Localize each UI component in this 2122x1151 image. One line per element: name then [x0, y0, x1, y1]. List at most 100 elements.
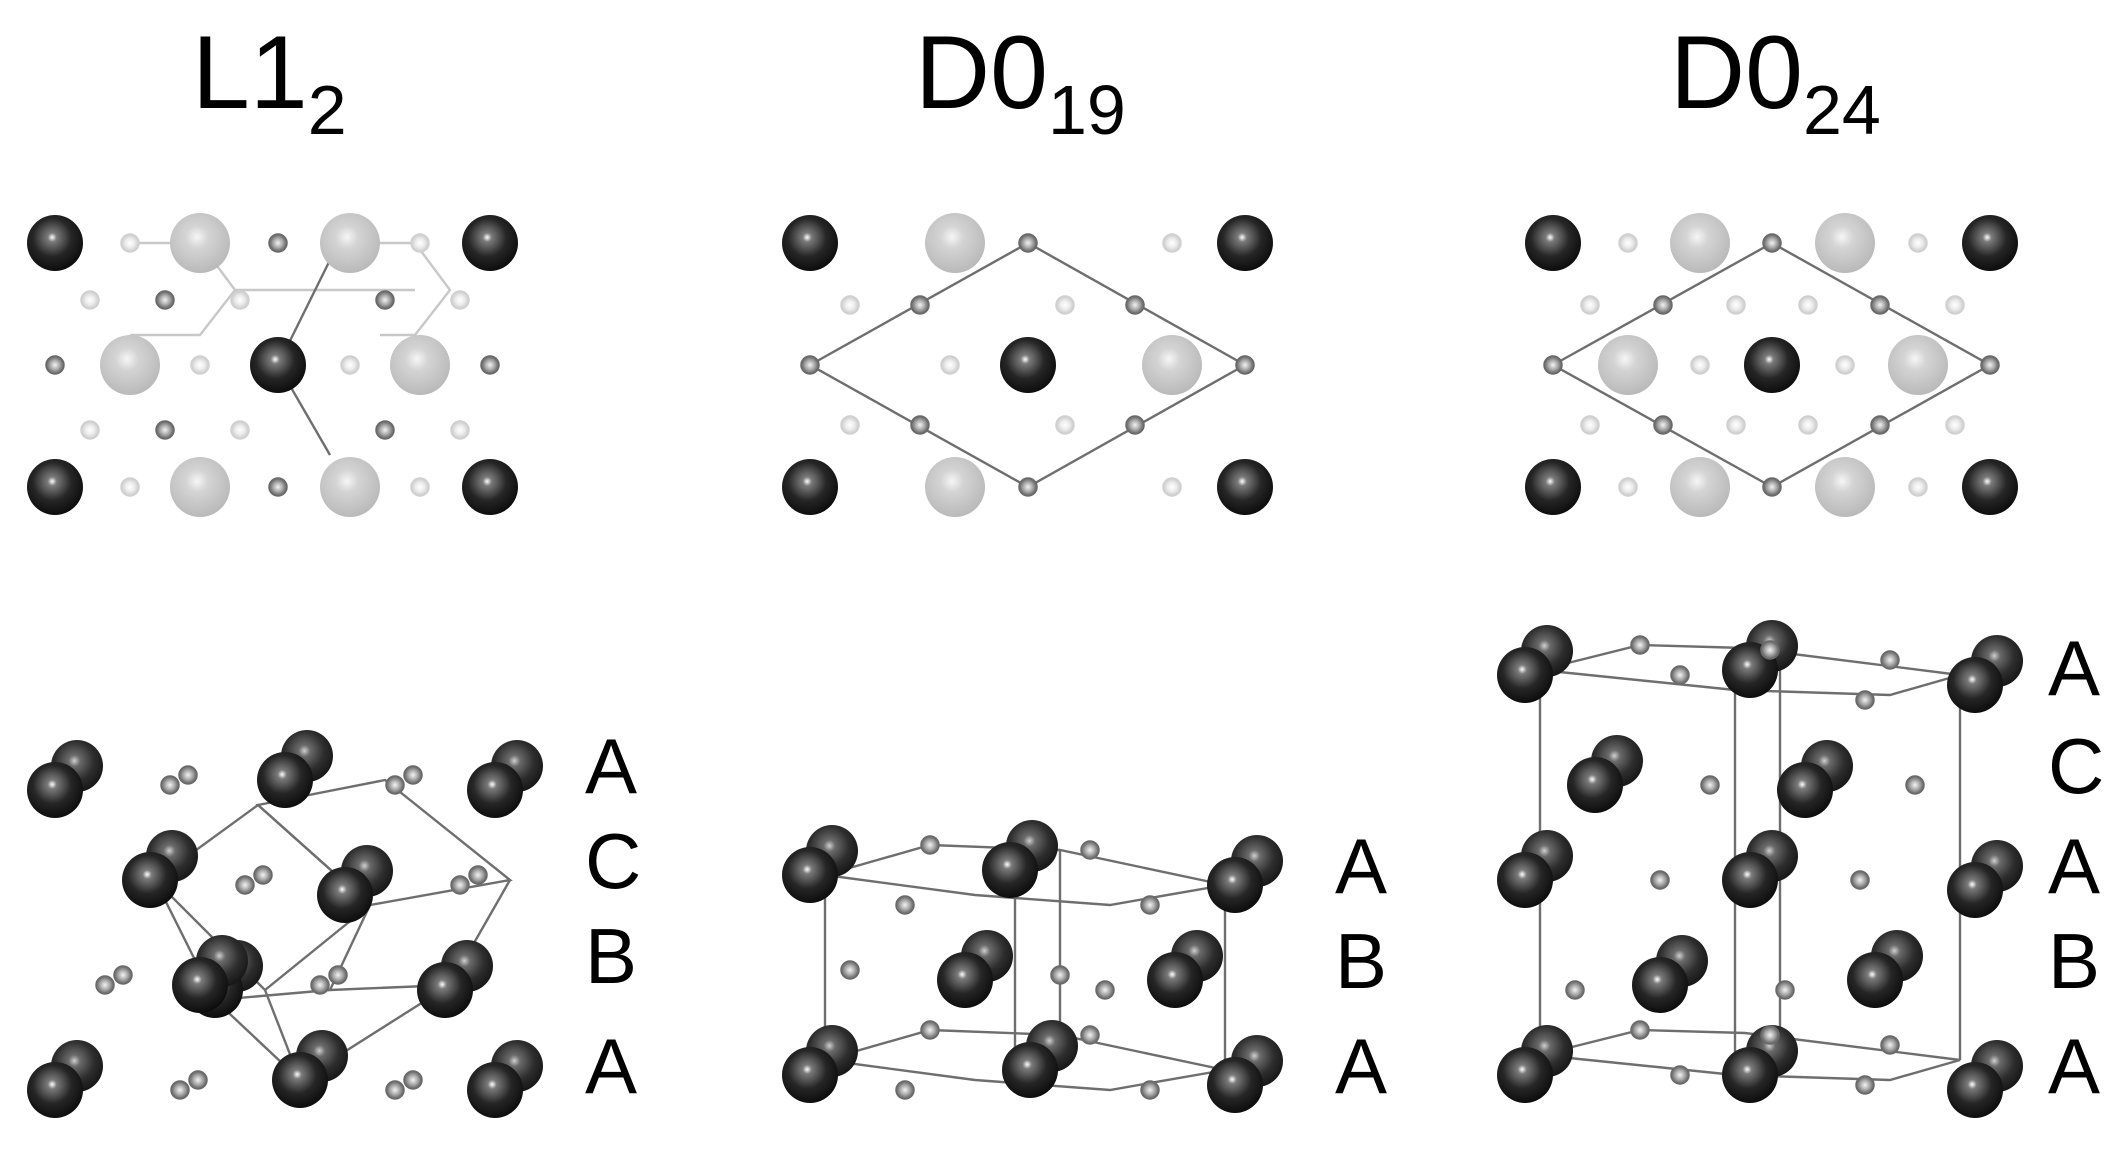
small-atom	[403, 1070, 423, 1090]
faint-small-atom	[1726, 415, 1746, 435]
dark-atom	[172, 957, 228, 1013]
small-atom	[1235, 355, 1255, 375]
dark-atom	[122, 852, 178, 908]
dark-atom	[1947, 657, 2003, 713]
faint-small-atom	[1945, 415, 1965, 435]
small-atom	[1140, 895, 1160, 915]
dark-atom	[317, 867, 373, 923]
dark-atom	[1497, 1047, 1553, 1103]
small-atom	[840, 960, 860, 980]
stacking-label: A	[2048, 624, 2100, 712]
faint-small-atom	[450, 290, 470, 310]
small-atom	[1050, 965, 1070, 985]
small-atom	[1653, 415, 1673, 435]
small-atom	[235, 875, 255, 895]
small-atom	[1760, 1025, 1780, 1045]
small-atom	[1630, 1020, 1650, 1040]
small-atom	[385, 775, 405, 795]
faint-small-atom	[340, 355, 360, 375]
dark-atom	[462, 215, 518, 271]
faint-small-atom	[1618, 233, 1638, 253]
dark-atom	[1744, 337, 1800, 393]
dark-atom	[27, 459, 83, 515]
faint-small-atom	[1835, 355, 1855, 375]
small-atom	[1762, 233, 1782, 253]
small-atom	[1080, 840, 1100, 860]
light-atom	[1815, 213, 1875, 273]
light-atom	[320, 457, 380, 517]
dark-atom	[1962, 459, 2018, 515]
faint-small-atom	[1580, 295, 1600, 315]
small-atom	[155, 290, 175, 310]
small-atom	[188, 1070, 208, 1090]
faint-small-atom	[1798, 415, 1818, 435]
dark-atom	[1525, 459, 1581, 515]
dark-atom	[462, 459, 518, 515]
faint-small-atom	[1580, 415, 1600, 435]
small-atom	[268, 233, 288, 253]
faint-small-atom	[840, 295, 860, 315]
panel-title-d019: D019	[915, 15, 1126, 149]
small-atom	[375, 290, 395, 310]
small-atom	[95, 975, 115, 995]
stacking-label: A	[2048, 822, 2100, 910]
faint-small-atom	[120, 477, 140, 497]
faint-small-atom	[1162, 233, 1182, 253]
small-atom	[1670, 665, 1690, 685]
small-atom	[253, 865, 273, 885]
stacking-label: C	[585, 817, 641, 905]
light-atom	[1598, 335, 1658, 395]
stacking-label: B	[585, 912, 637, 1000]
small-atom	[1762, 477, 1782, 497]
small-atom	[895, 1080, 915, 1100]
small-atom	[1018, 477, 1038, 497]
faint-small-atom	[120, 233, 140, 253]
light-atom	[1142, 335, 1202, 395]
faint-small-atom	[940, 355, 960, 375]
stacking-label: B	[1335, 917, 1387, 1005]
dark-atom	[1147, 952, 1203, 1008]
small-atom	[895, 895, 915, 915]
dark-atom	[782, 1047, 838, 1103]
stacking-label: A	[585, 722, 637, 810]
light-atom	[390, 335, 450, 395]
dark-atom	[250, 337, 306, 393]
small-atom	[310, 975, 330, 995]
dark-atom	[417, 962, 473, 1018]
dark-atom	[1962, 215, 2018, 271]
dark-atom	[1525, 215, 1581, 271]
small-atom	[1650, 870, 1670, 890]
small-atom	[155, 420, 175, 440]
small-atom	[328, 965, 348, 985]
small-atom	[910, 415, 930, 435]
small-atom	[1870, 295, 1890, 315]
small-atom	[480, 355, 500, 375]
faint-small-atom	[1055, 415, 1075, 435]
faint-small-atom	[190, 355, 210, 375]
dark-atom	[1777, 762, 1833, 818]
small-atom	[1855, 690, 1875, 710]
small-atom	[1905, 775, 1925, 795]
stacking-label: A	[585, 1022, 637, 1110]
dark-atom	[1207, 857, 1263, 913]
dark-atom	[1497, 852, 1553, 908]
faint-small-atom	[410, 233, 430, 253]
faint-small-atom	[410, 477, 430, 497]
small-atom	[160, 775, 180, 795]
stacking-label: A	[2048, 1022, 2100, 1110]
dark-atom	[937, 952, 993, 1008]
hexagon-outline	[380, 241, 452, 337]
faint-small-atom	[1055, 295, 1075, 315]
dark-atom	[1207, 1057, 1263, 1113]
small-atom	[450, 875, 470, 895]
small-atom	[1880, 650, 1900, 670]
dark-atom	[1847, 952, 1903, 1008]
faint-small-atom	[1162, 477, 1182, 497]
dark-atom	[1947, 862, 2003, 918]
dark-atom	[27, 215, 83, 271]
dark-atom	[1722, 1047, 1778, 1103]
dark-atom	[982, 842, 1038, 898]
small-atom	[800, 355, 820, 375]
small-atom	[1543, 355, 1563, 375]
dark-atom	[27, 1062, 83, 1118]
